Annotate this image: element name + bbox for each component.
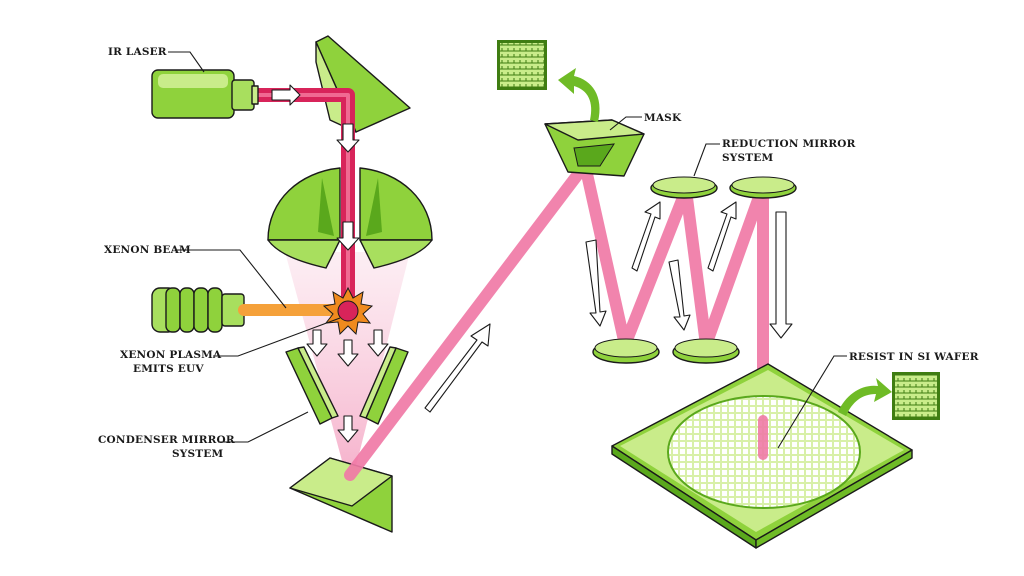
label-xenon-beam: XENON BEAM xyxy=(104,244,191,256)
laser-prism-mirror xyxy=(315,35,411,133)
collector-dome xyxy=(267,167,433,269)
xenon-plasma-burst xyxy=(322,286,374,336)
wafer-curved-arrow xyxy=(838,378,892,416)
reduction-arrow-1 xyxy=(585,239,607,327)
label-mask: MASK xyxy=(644,112,682,124)
reduction-mirror-bottom-2 xyxy=(672,338,740,364)
reduction-arrow-5 xyxy=(769,211,793,339)
label-reduction-1: REDUCTION MIRROR xyxy=(722,138,856,150)
mask-curved-arrow xyxy=(558,68,600,122)
beam-arrow-right xyxy=(271,84,301,106)
reduction-arrow-3 xyxy=(668,259,691,331)
mask-pattern-icon xyxy=(497,40,547,90)
mask-mirror xyxy=(544,119,645,177)
reduction-mirror-top-1 xyxy=(650,176,718,199)
condenser-mirror-right xyxy=(359,346,409,425)
label-ir-laser: IR LASER xyxy=(108,46,167,58)
beam-arrow-down-2 xyxy=(336,221,360,251)
reduction-arrow-2 xyxy=(631,201,661,272)
euv-arrow-1 xyxy=(306,329,328,357)
label-condenser-1: CONDENSER MIRROR xyxy=(98,434,235,446)
reduction-arrow-4 xyxy=(707,201,737,272)
reduction-mirror-top-2 xyxy=(729,176,797,199)
condenser-bottom-mirror xyxy=(289,457,393,533)
xenon-source-device xyxy=(151,287,245,333)
euv-arrow-2 xyxy=(337,339,359,367)
wafer-pattern-icon xyxy=(892,372,940,420)
euv-arrow-3 xyxy=(367,329,389,357)
label-resist: RESIST IN SI WAFER xyxy=(849,351,979,363)
reduction-mirror-bottom-1 xyxy=(592,338,660,364)
beam-arrow-down-1 xyxy=(336,123,360,153)
ir-laser-device xyxy=(151,69,259,119)
euv-arrow-rising xyxy=(424,323,491,413)
condenser-mirror-left xyxy=(285,346,339,425)
label-condenser-2: SYSTEM xyxy=(172,448,223,460)
label-xenon-plasma-1: XENON PLASMA xyxy=(120,349,222,361)
euv-arrow-4 xyxy=(337,415,359,443)
label-reduction-2: SYSTEM xyxy=(722,152,773,164)
label-xenon-plasma-2: EMITS EUV xyxy=(133,363,204,375)
